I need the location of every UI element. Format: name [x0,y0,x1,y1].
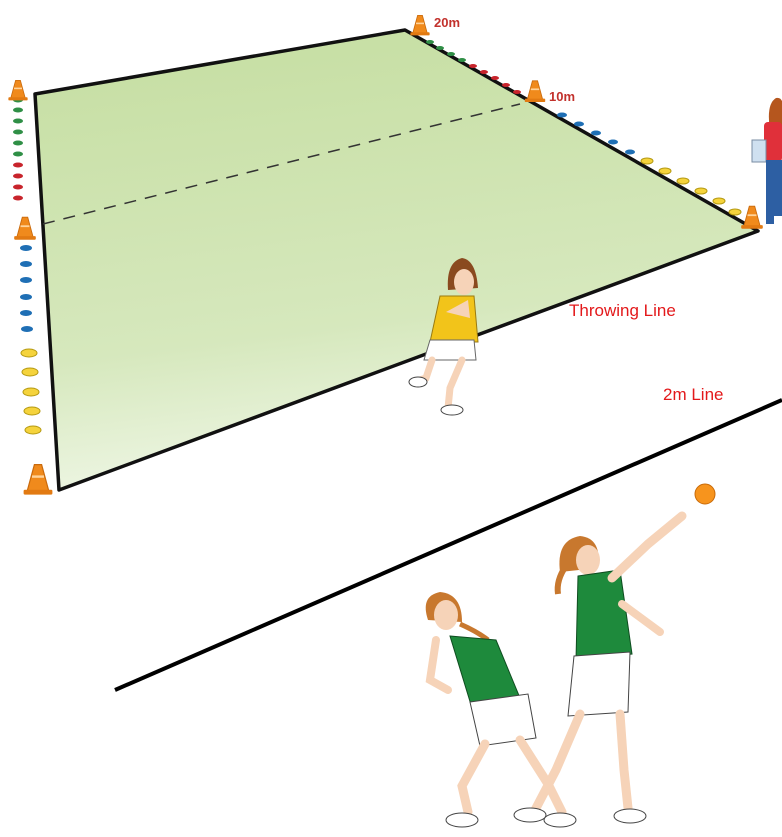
shot-put-ball-icon [695,484,715,504]
field [35,30,758,490]
throwing-line-label: Throwing Line [569,301,676,321]
marker-label-10m: 10m [549,89,575,104]
marker-label-20m: 20m [434,15,460,30]
two-metre-line [115,400,782,690]
coach-figure [752,98,782,224]
two-metre-line-label: 2m Line [663,385,723,405]
athletes-throwing [426,516,682,827]
